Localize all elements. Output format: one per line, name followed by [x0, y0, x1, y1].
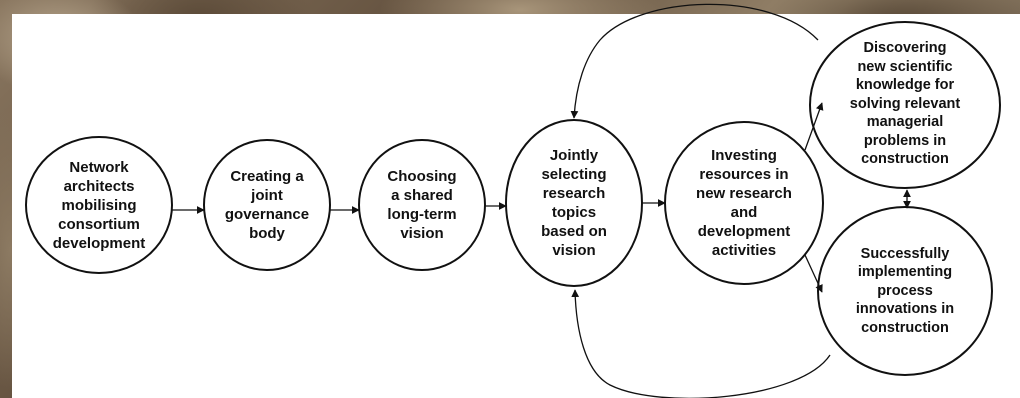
node-discovering-knowledge: [809, 21, 1001, 189]
feedback-loop-bottom: [571, 289, 831, 398]
feedback-loop-top: [570, 3, 819, 119]
node-investing-resources: [664, 121, 824, 285]
node-network-architects: [25, 136, 173, 274]
node-shared-vision: [358, 139, 486, 271]
arrow-investing-to-implementing: [804, 254, 823, 293]
arrow-investing-to-discovering: [804, 102, 824, 151]
node-governance-body: [203, 139, 331, 271]
node-research-topics: [505, 119, 643, 287]
node-implementing-innovations: [817, 206, 993, 376]
